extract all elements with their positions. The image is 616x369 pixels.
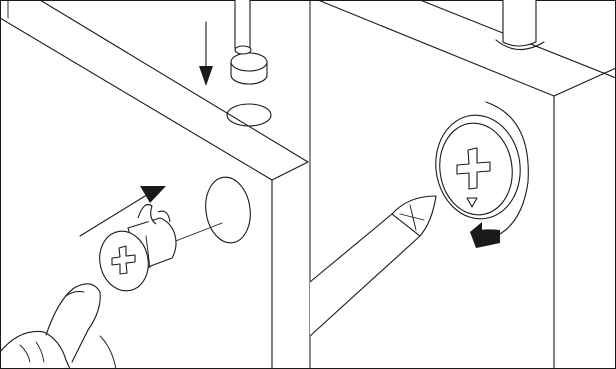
cam-lock — [94, 205, 176, 296]
cam-bolt — [231, 0, 267, 84]
right-panel — [310, 0, 616, 369]
bolt-neck — [235, 46, 251, 54]
finger-crease-2 — [36, 342, 44, 362]
down-arrow-icon — [199, 22, 213, 86]
screwdriver-shaft — [310, 214, 420, 336]
right-cam-bolt — [496, 0, 544, 50]
installed-cam-lock — [429, 110, 527, 225]
finger-crease-1 — [20, 345, 30, 362]
hand-thumb-base — [0, 331, 70, 369]
side-cam-hole — [202, 174, 255, 245]
screwdriver — [310, 196, 436, 336]
right-bolt-shank — [503, 0, 536, 46]
board-top-back-edge — [40, 0, 308, 162]
hand-index-finger — [46, 284, 100, 362]
cam-lock-tab — [138, 205, 156, 225]
right-board-corner-edge — [554, 68, 616, 96]
board-corner-edge — [272, 162, 308, 180]
board-top-front-edge — [0, 18, 272, 180]
hand-fingers — [0, 284, 116, 369]
left-panel — [0, 0, 308, 369]
bolt-collar-top — [231, 53, 267, 71]
hand-second-finger — [100, 336, 116, 369]
bolt-shank — [235, 0, 250, 50]
top-dowel-hole — [227, 104, 271, 126]
